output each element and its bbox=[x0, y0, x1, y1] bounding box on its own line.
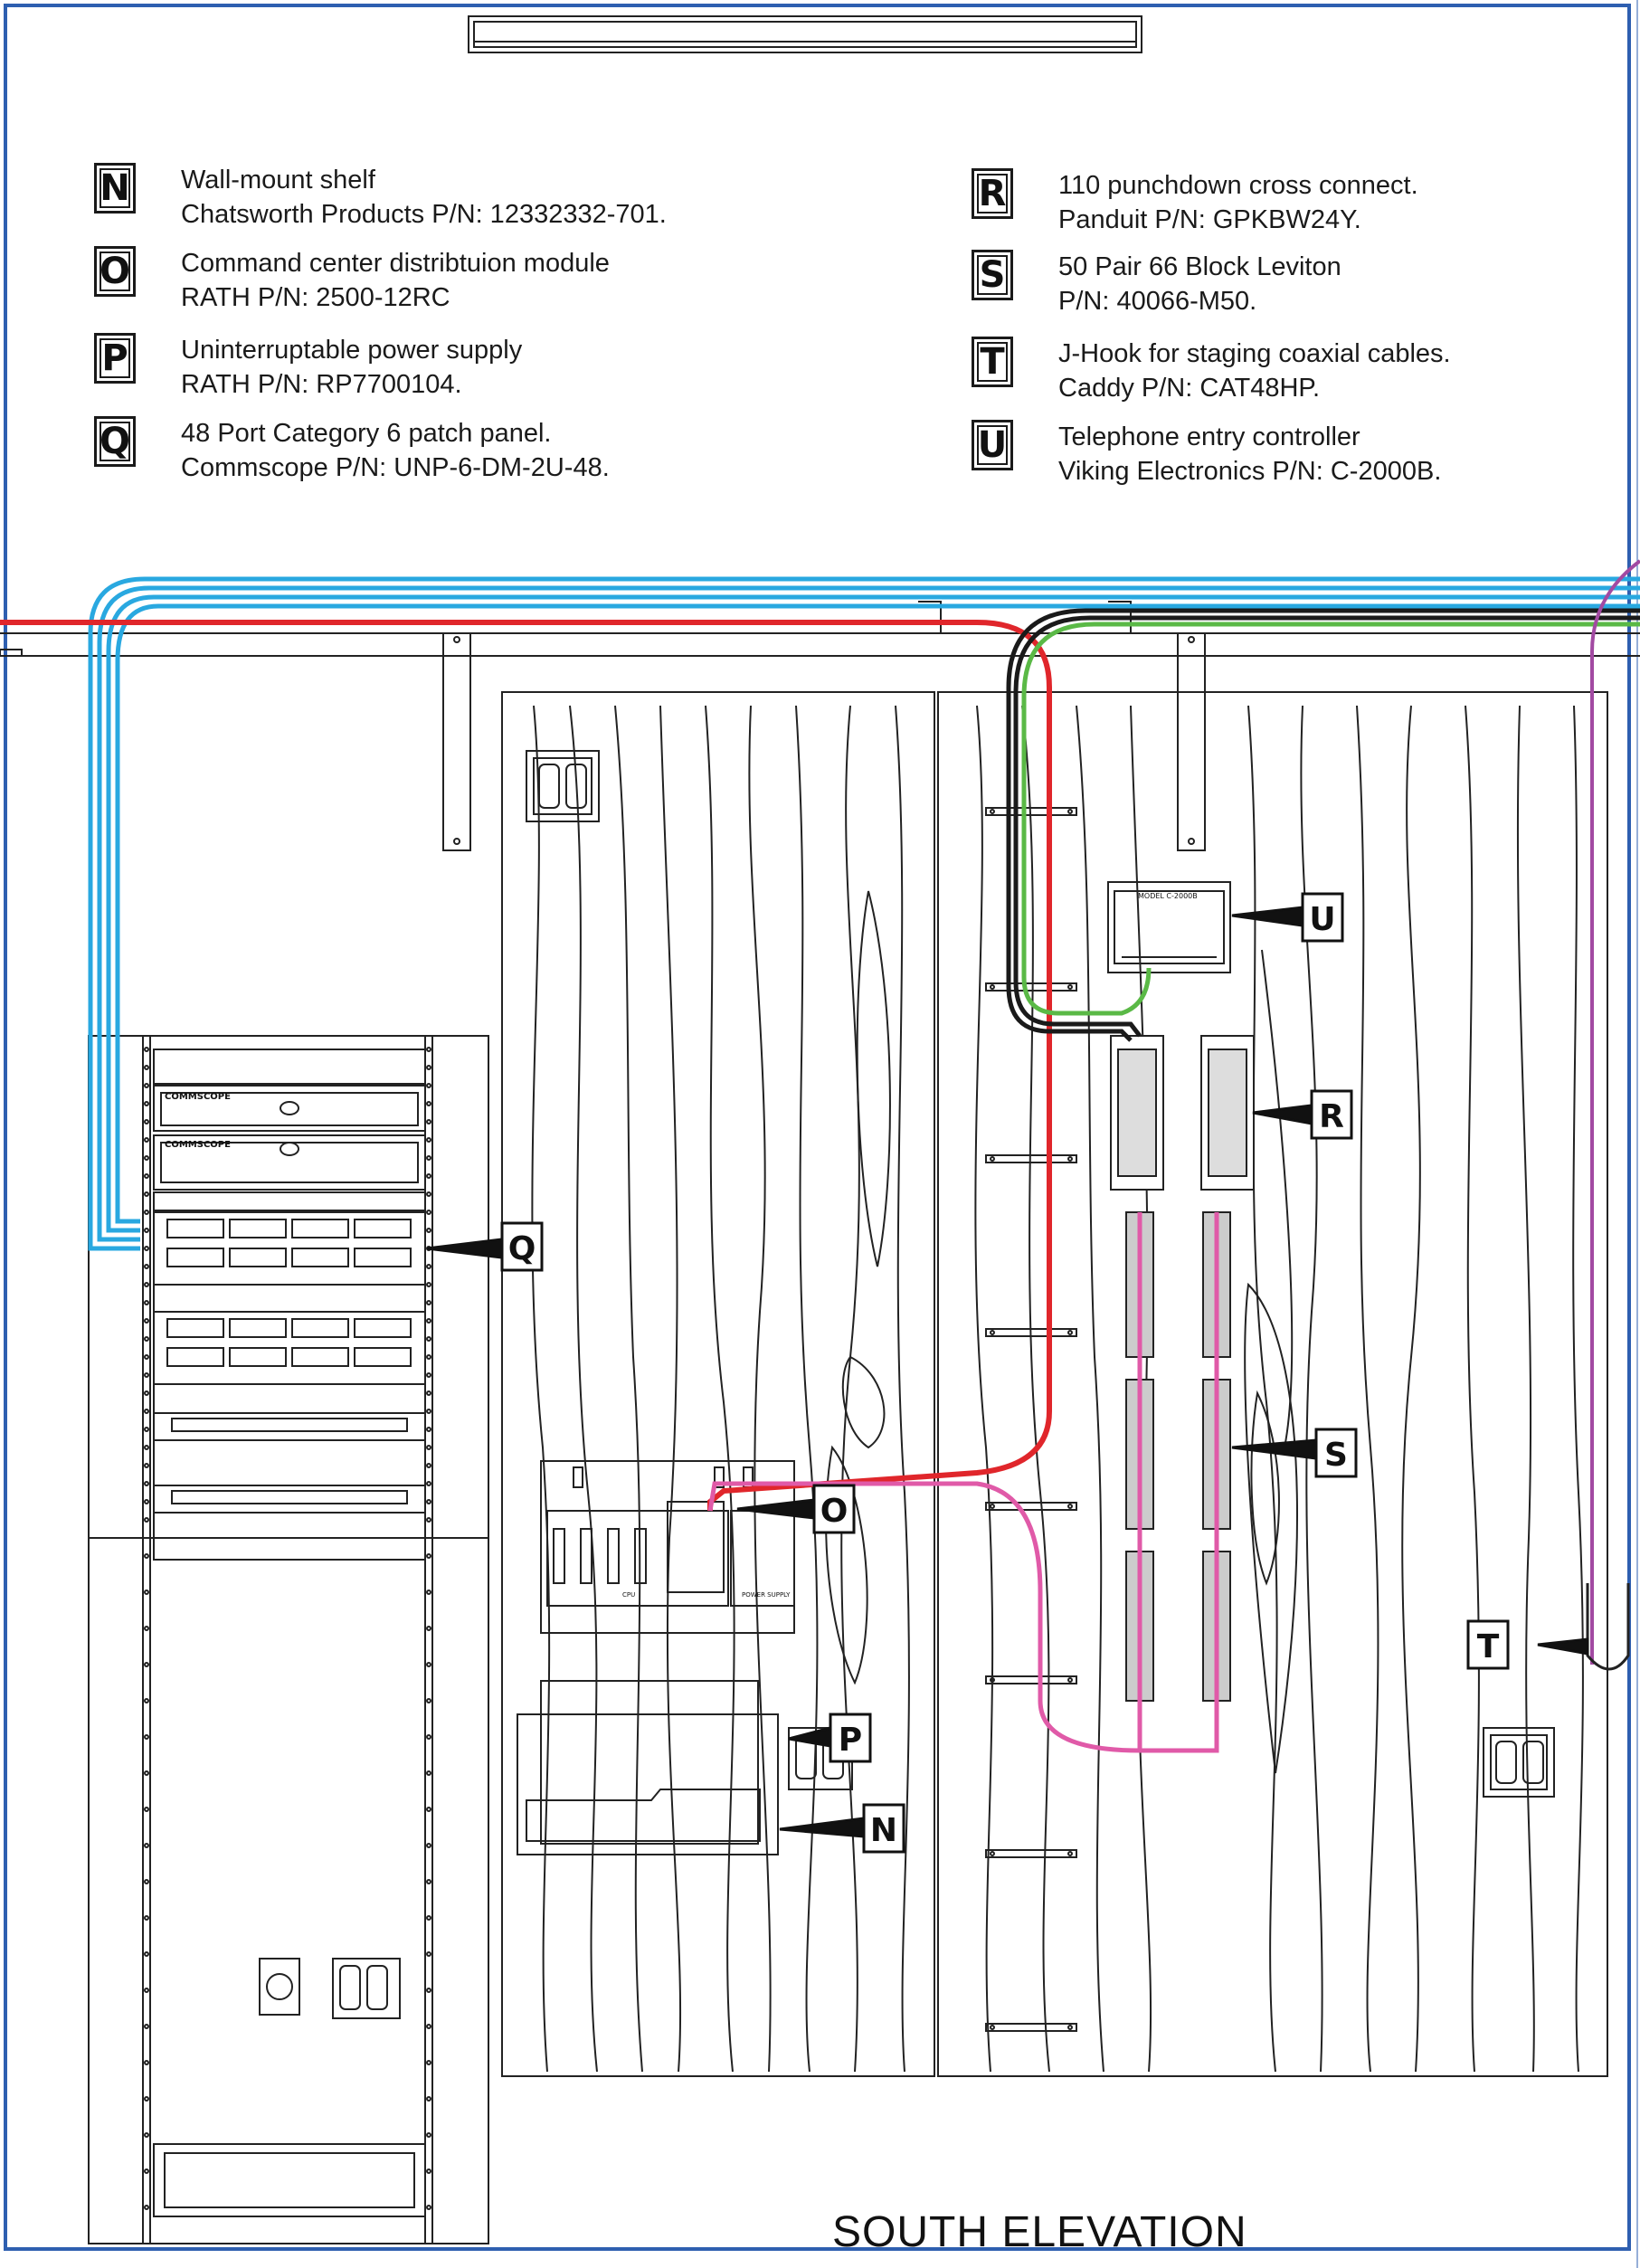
green-cable bbox=[1021, 622, 1640, 1016]
legend-badge-u: U bbox=[972, 420, 1013, 470]
punchdown-blocks bbox=[1110, 1035, 1255, 1191]
legend-title-r: 110 punchdown cross connect. bbox=[1058, 171, 1418, 200]
duplex-outlet-top-left bbox=[526, 750, 600, 822]
legend-part-p: RATH P/N: RP7700104. bbox=[181, 370, 462, 399]
power-supply-label: POWER SUPPLY bbox=[742, 1591, 791, 1599]
callout-u: U bbox=[1309, 901, 1335, 938]
module-labels: CPU POWER SUPPLY bbox=[622, 1591, 791, 1599]
telephone-entry-controller bbox=[1107, 881, 1231, 973]
legend-part-t: Caddy P/N: CAT48HP. bbox=[1058, 374, 1321, 403]
legend-badge-n: N bbox=[94, 163, 136, 214]
callout-badges bbox=[500, 892, 1510, 1854]
callout-s: S bbox=[1324, 1437, 1348, 1474]
callout-o: O bbox=[820, 1493, 848, 1530]
legend-badge-r: R bbox=[972, 168, 1013, 219]
legend-part-n: Chatsworth Products P/N: 12332332-701. bbox=[181, 200, 667, 229]
legend-title-o: Command center distribtuion module bbox=[181, 249, 610, 278]
callout-q: Q bbox=[508, 1230, 536, 1267]
legend-badge-t: T bbox=[972, 337, 1013, 387]
cable-tray bbox=[0, 632, 1640, 851]
legend-title-p: Uninterruptable power supply bbox=[181, 336, 523, 365]
ceiling-light-fixture bbox=[468, 15, 1142, 53]
controller-label: MODEL C-2000B bbox=[1138, 892, 1198, 900]
legend-badge-s: S bbox=[972, 250, 1013, 300]
pink-cable bbox=[707, 1212, 1219, 1753]
rack-brand-labels: COMMSCOPE COMMSCOPE bbox=[165, 1092, 231, 1150]
legend-item-t: T J-Hook for staging coaxial cables. Cadd… bbox=[972, 337, 1451, 405]
patch-panel-2-ports bbox=[166, 1318, 412, 1367]
callout-letters: Q O P N U R S T bbox=[508, 901, 1500, 1849]
ups-unit bbox=[540, 1680, 759, 1845]
legend-title-t: J-Hook for staging coaxial cables. bbox=[1058, 339, 1451, 368]
callout-p: P bbox=[839, 1722, 862, 1759]
cable-rings bbox=[985, 807, 1077, 2032]
plywood-backboard-left bbox=[501, 691, 935, 2077]
legend-item-q: Q 48 Port Category 6 patch panel. Commsco… bbox=[94, 416, 610, 485]
legend-part-s: P/N: 40066-M50. bbox=[1058, 287, 1257, 316]
legend-title-u: Telephone entry controller bbox=[1058, 422, 1360, 451]
rack-brand-label-2: COMMSCOPE bbox=[165, 1140, 231, 1150]
legend-title-s: 50 Pair 66 Block Leviton bbox=[1058, 252, 1341, 281]
plywood-backboard-right bbox=[937, 691, 1608, 2077]
cpu-label: CPU bbox=[622, 1591, 635, 1599]
wall-mount-shelf bbox=[517, 1713, 779, 1855]
black-cable bbox=[1006, 608, 1640, 1042]
legend-item-r: R 110 punchdown cross connect. Panduit P/… bbox=[972, 168, 1418, 237]
duplex-outlet-right bbox=[1483, 1727, 1555, 1798]
legend-badge-p: P bbox=[94, 333, 136, 384]
legend-badge-q: Q bbox=[94, 416, 136, 467]
legend-part-u: Viking Electronics P/N: C-2000B. bbox=[1058, 457, 1442, 486]
callout-t: T bbox=[1477, 1628, 1500, 1665]
rack-brand-label-1: COMMSCOPE bbox=[165, 1092, 231, 1102]
red-cable bbox=[0, 620, 1052, 1511]
callout-leaders bbox=[426, 906, 1589, 1838]
legend-part-q: Commscope P/N: UNP-6-DM-2U-48. bbox=[181, 453, 610, 482]
equipment-rack bbox=[88, 1035, 489, 2244]
callout-r: R bbox=[1319, 1098, 1344, 1135]
legend-part-o: RATH P/N: 2500-12RC bbox=[181, 283, 450, 312]
patch-panel-1-ports bbox=[166, 1219, 412, 1267]
legend-part-r: Panduit P/N: GPKBW24Y. bbox=[1058, 205, 1361, 234]
purple-cable bbox=[1590, 559, 1640, 1665]
callout-n: N bbox=[870, 1812, 897, 1849]
legend-badge-o: O bbox=[94, 246, 136, 297]
command-center-module bbox=[540, 1460, 795, 1634]
legend-title-q: 48 Port Category 6 patch panel. bbox=[181, 419, 552, 448]
j-hook-t bbox=[1586, 1583, 1630, 1671]
rack-outlets bbox=[259, 1958, 401, 2019]
legend-title-n: Wall-mount shelf bbox=[181, 166, 375, 195]
drawing-title: SOUTH ELEVATION bbox=[832, 2208, 1247, 2256]
drawing-border bbox=[4, 4, 1631, 2251]
